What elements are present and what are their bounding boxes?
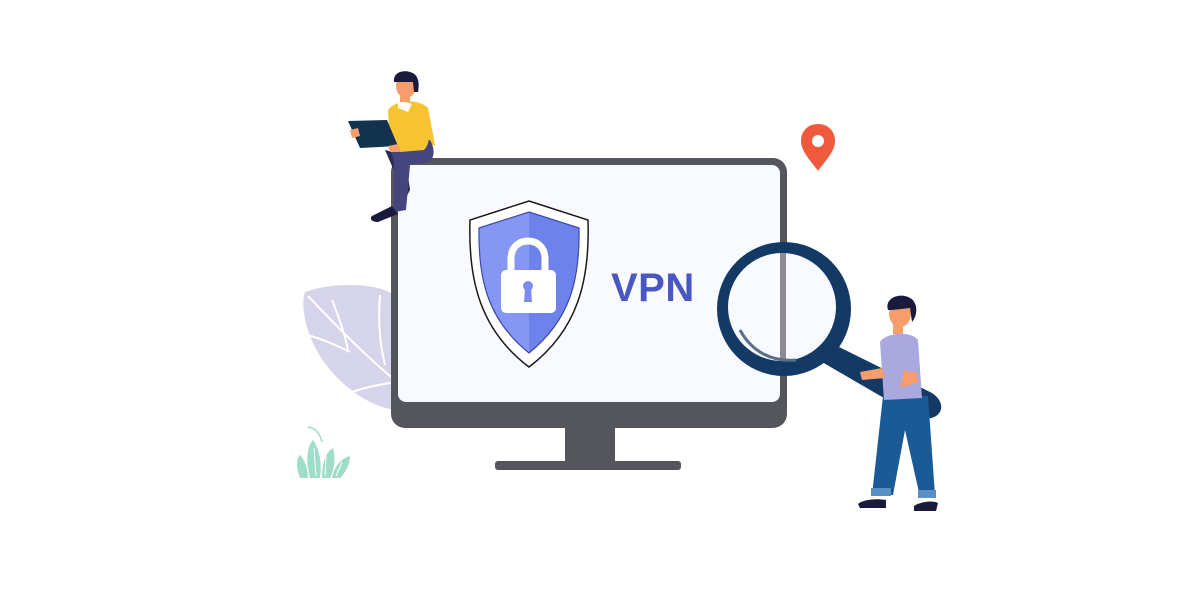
person-with-magnifier bbox=[858, 295, 938, 511]
monitor-neck bbox=[565, 427, 615, 463]
padlock-icon bbox=[501, 237, 556, 313]
laptop-icon bbox=[348, 120, 398, 148]
leaf-icon bbox=[303, 285, 396, 410]
plant-icon bbox=[297, 426, 350, 478]
monitor-base bbox=[495, 461, 681, 470]
person-with-laptop bbox=[348, 71, 435, 222]
map-pin-icon bbox=[801, 124, 835, 171]
vpn-label: VPN bbox=[611, 266, 695, 310]
